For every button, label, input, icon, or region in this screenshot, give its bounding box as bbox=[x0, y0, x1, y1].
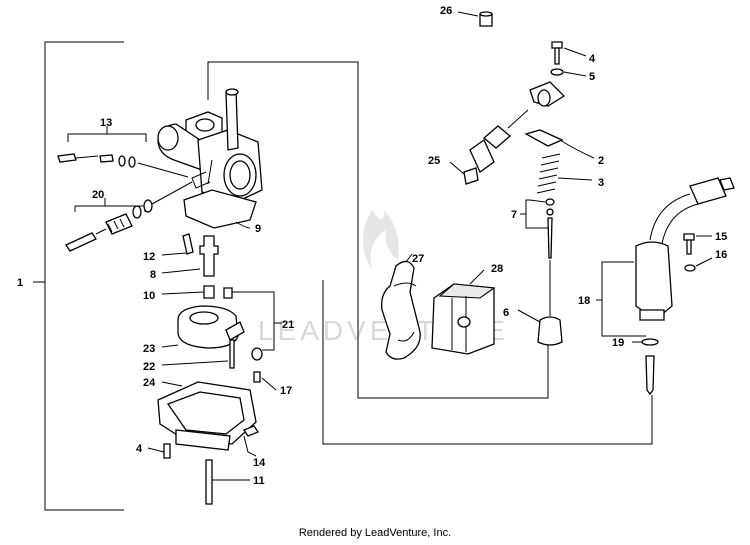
pilot-screw-set-20 bbox=[65, 181, 193, 252]
callout-13: 13 bbox=[100, 117, 112, 129]
leader-9 bbox=[235, 221, 251, 229]
choke-plunger-2 bbox=[524, 81, 595, 159]
callout-2: 2 bbox=[598, 155, 604, 167]
callout-18: 18 bbox=[578, 295, 590, 307]
plunger-6 bbox=[517, 309, 563, 346]
hose-27 bbox=[381, 253, 421, 360]
callout-1: 1 bbox=[17, 277, 23, 289]
needle-7 bbox=[520, 198, 555, 316]
callout-27: 27 bbox=[412, 253, 424, 265]
callout-26: 26 bbox=[440, 5, 452, 17]
float-bowl-24 bbox=[157, 371, 277, 451]
bracket-28 bbox=[431, 269, 496, 355]
callout-4-top: 4 bbox=[589, 53, 596, 65]
callout-23: 23 bbox=[143, 343, 155, 355]
callout-22: 22 bbox=[143, 361, 155, 373]
connector-frame-a bbox=[207, 61, 549, 399]
oring-19-needle bbox=[632, 338, 659, 396]
callout-5: 5 bbox=[589, 71, 595, 83]
watermark-logo bbox=[363, 210, 399, 270]
float-pin-22 bbox=[161, 339, 263, 369]
callout-9: 9 bbox=[255, 223, 261, 235]
carburetor-body bbox=[157, 88, 263, 229]
bowl-hardware bbox=[147, 425, 259, 505]
callout-15: 15 bbox=[715, 231, 727, 243]
callout-7: 7 bbox=[511, 209, 517, 221]
choke-screw-4-5 bbox=[550, 41, 587, 77]
callout-19: 19 bbox=[612, 337, 624, 349]
jet-parts bbox=[161, 233, 282, 351]
callout-21: 21 bbox=[282, 319, 294, 331]
choke-cable-25 bbox=[449, 109, 529, 185]
float-23 bbox=[161, 305, 245, 349]
footer-credit: Rendered by LeadVenture, Inc. bbox=[298, 527, 452, 539]
callout-8: 8 bbox=[150, 269, 156, 281]
fuel-solenoid-18 bbox=[596, 177, 735, 337]
callout-12: 12 bbox=[143, 251, 155, 263]
cap-26 bbox=[457, 11, 493, 27]
callout-17: 17 bbox=[280, 385, 292, 397]
callout-6: 6 bbox=[503, 307, 509, 319]
callout-4-bottom: 4 bbox=[136, 443, 143, 455]
callout-28: 28 bbox=[491, 263, 503, 275]
idle-screw-set-13 bbox=[57, 126, 189, 178]
callout-24: 24 bbox=[143, 377, 156, 389]
screws-15-16 bbox=[683, 233, 713, 272]
connector-frame-b bbox=[322, 280, 653, 445]
callout-16: 16 bbox=[715, 249, 727, 261]
callout-14: 14 bbox=[253, 457, 266, 469]
callout-11: 11 bbox=[253, 475, 265, 487]
callout-10: 10 bbox=[143, 290, 155, 302]
callout-25: 25 bbox=[428, 155, 440, 167]
bracket-1 bbox=[33, 41, 124, 511]
callout-3: 3 bbox=[598, 177, 604, 189]
spring-3 bbox=[536, 153, 593, 194]
callout-20: 20 bbox=[92, 189, 104, 201]
